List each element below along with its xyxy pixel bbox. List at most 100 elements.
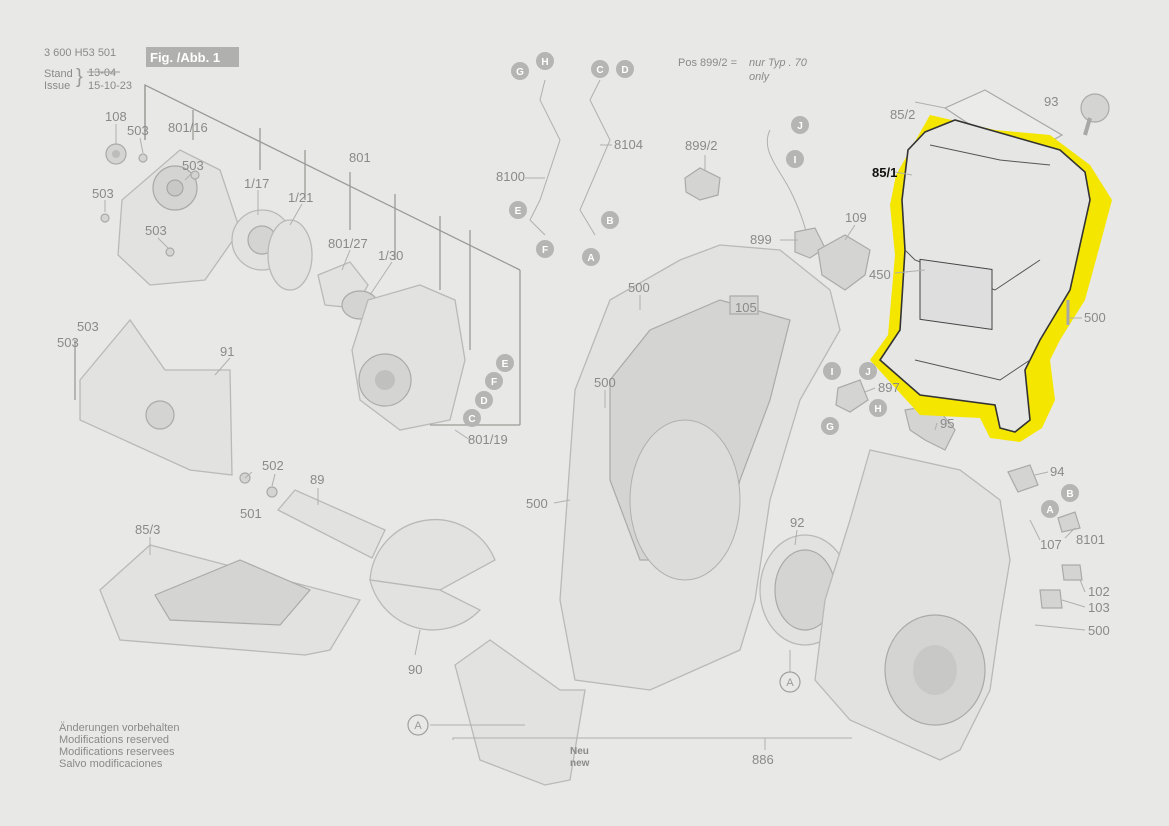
- svg-text:I: I: [794, 155, 797, 166]
- marker-B-right: B: [1061, 484, 1079, 502]
- callout-801-27: 801/27: [328, 236, 368, 251]
- cable-899: [766, 129, 809, 241]
- callout-89: 89: [310, 472, 324, 487]
- callout-102: 102: [1088, 584, 1110, 599]
- only-note: only: [749, 71, 771, 83]
- callout-105: 105: [735, 300, 757, 315]
- rod-8104: [579, 79, 611, 236]
- marker-I-right: I: [823, 362, 841, 380]
- part-89: [276, 489, 386, 559]
- callout-899-2: 899/2: [685, 138, 718, 153]
- callout-899: 899: [750, 232, 772, 247]
- callout-503f: 503: [57, 335, 79, 350]
- callout-108: 108: [105, 109, 127, 124]
- issue-value: 15-10-23: [88, 80, 132, 92]
- callout-450: 450: [869, 267, 891, 282]
- callout-109: 109: [845, 210, 867, 225]
- callout-85-3: 85/3: [135, 522, 160, 537]
- svg-text:J: J: [797, 121, 803, 132]
- type-note: nur Typ . 70: [749, 57, 808, 69]
- callout-8100: 8100: [496, 169, 525, 184]
- svg-text:I: I: [831, 367, 834, 378]
- marker-J-top: J: [791, 116, 809, 134]
- svg-text:A: A: [587, 253, 594, 264]
- marker-C-left: C: [463, 409, 481, 427]
- callout-801: 801: [349, 150, 371, 165]
- callout-801-19: 801/19: [468, 432, 508, 447]
- part-897: [835, 379, 869, 413]
- marker-E-left: E: [496, 354, 514, 372]
- note-es: Salvo modificaciones: [59, 758, 163, 770]
- callout-500c: 500: [526, 496, 548, 511]
- marker-A-outline-funnel: A: [407, 714, 429, 736]
- leader-lines: [104, 101, 1086, 750]
- callout-92: 92: [790, 515, 804, 530]
- marker-A-mid: A: [582, 248, 600, 266]
- callout-500a: 500: [628, 280, 650, 295]
- svg-text:C: C: [468, 414, 475, 425]
- marker-H-right: H: [869, 399, 887, 417]
- callout-500b: 500: [594, 375, 616, 390]
- fig-badge: Fig. /Abb. 1: [150, 50, 220, 65]
- funnel-part: [454, 639, 586, 786]
- note-de: Änderungen vorbehalten: [59, 722, 179, 734]
- callout-91: 91: [220, 344, 234, 359]
- callout-886: 886: [752, 752, 774, 767]
- svg-text:F: F: [542, 245, 548, 256]
- gearbox-housing: [351, 284, 466, 431]
- callout-94: 94: [1050, 464, 1064, 479]
- callout-501: 501: [240, 506, 262, 521]
- callout-801-16: 801/16: [168, 120, 208, 135]
- callout-503b: 503: [182, 158, 204, 173]
- marker-G-top: G: [511, 62, 529, 80]
- motor-plate: [117, 149, 241, 286]
- label-neu: Neu: [570, 746, 589, 757]
- part-94: [1007, 464, 1039, 493]
- callout-107: 107: [1040, 537, 1062, 552]
- stand-value: 13-04: [88, 67, 116, 79]
- callout-1-21: 1/21: [288, 190, 313, 205]
- brace: }: [76, 66, 83, 88]
- marker-B-mid: B: [601, 211, 619, 229]
- callout-8104: 8104: [614, 137, 643, 152]
- issue-label: Issue: [44, 80, 70, 92]
- svg-text:G: G: [826, 422, 834, 433]
- fig-badge-bg: [146, 47, 239, 67]
- note-en: Modifications reserved: [59, 734, 169, 746]
- marker-F-left: F: [485, 372, 503, 390]
- doc-number: 3 600 H53 501: [44, 47, 116, 59]
- part-90: [369, 519, 496, 591]
- marker-H-top: H: [536, 52, 554, 70]
- marker-C-top: C: [591, 60, 609, 78]
- part-105: [729, 295, 759, 315]
- callout-95: 95: [940, 416, 954, 431]
- callout-103: 103: [1088, 600, 1110, 615]
- svg-text:A: A: [1046, 505, 1053, 516]
- marker-E-mid: E: [509, 201, 527, 219]
- marker-A-outline-center: A: [779, 671, 801, 693]
- callout-503a: 503: [127, 123, 149, 138]
- svg-text:B: B: [1066, 489, 1073, 500]
- callout-503d: 503: [145, 223, 167, 238]
- pos-note: Pos 899/2 =: [678, 57, 737, 69]
- svg-text:E: E: [515, 206, 522, 217]
- svg-text:G: G: [516, 67, 524, 78]
- part-91: [79, 318, 233, 476]
- callout-502: 502: [262, 458, 284, 473]
- svg-text:H: H: [874, 404, 881, 415]
- part-899-2: [684, 167, 721, 201]
- svg-text:H: H: [541, 57, 548, 68]
- callout-93: 93: [1044, 94, 1058, 109]
- note-fr: Modifications reservees: [59, 746, 175, 758]
- marker-A-right: A: [1041, 500, 1059, 518]
- callout-85-2: 85/2: [890, 107, 915, 122]
- part-93: [1080, 93, 1110, 123]
- callout-85-1: 85/1: [872, 165, 897, 180]
- callout-1-30: 1/30: [378, 248, 403, 263]
- svg-text:A: A: [414, 720, 422, 732]
- part-8101: [1057, 511, 1081, 533]
- svg-text:E: E: [502, 359, 509, 370]
- svg-text:J: J: [865, 367, 871, 378]
- callout-1-17: 1/17: [244, 176, 269, 191]
